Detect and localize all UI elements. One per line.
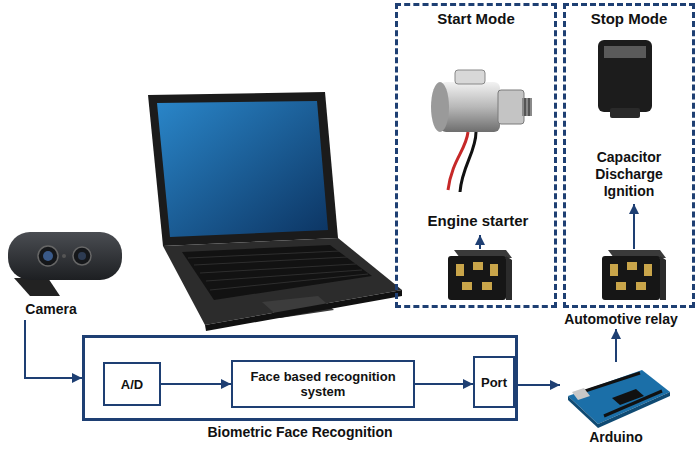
arduino-image [568, 370, 670, 428]
process-label: A/D [121, 377, 143, 392]
system-box: Biometric Face RecognitionA/DFace based … [82, 335, 518, 421]
flow-arrow [615, 329, 617, 362]
mode-group: Stop ModeCapacitor Discharge Ignition [563, 3, 695, 308]
relay-image [602, 250, 666, 300]
cdi-image [598, 40, 652, 118]
flow-arrow [415, 383, 473, 385]
component-figure: Arduino [560, 362, 672, 446]
relay-arrow [479, 235, 481, 249]
relay-image [448, 250, 512, 300]
engine-starter-image [431, 70, 532, 192]
relay-label-box: Automotive relay [548, 309, 694, 329]
relay-arrow [633, 204, 635, 249]
group-heading: Stop Mode [591, 10, 668, 28]
flow-arrow [161, 383, 231, 385]
process-label: Port [481, 375, 507, 390]
group-heading: Start Mode [437, 10, 515, 28]
process-label: Face based recognition system [235, 369, 411, 399]
component-figure: Camera [3, 222, 99, 318]
component-figure: Capacitor Discharge Ignition [570, 30, 688, 200]
component-label: Arduino [589, 429, 643, 446]
process-box: Face based recognition system [231, 360, 415, 408]
process-box: Port [473, 356, 515, 408]
laptop-image [148, 92, 402, 331]
component-label: Engine starter [428, 212, 529, 230]
camera-image [8, 232, 122, 296]
flow-arrow [25, 320, 82, 378]
component-label: Automotive relay [564, 311, 678, 328]
flow-arrow [515, 384, 560, 386]
system-heading: Biometric Face Recognition [85, 424, 515, 441]
process-box: A/D [103, 362, 161, 406]
component-label: Capacitor Discharge Ignition [570, 149, 688, 200]
component-label: Camera [25, 301, 76, 318]
component-figure: Engine starter [403, 48, 553, 230]
mode-group: Start ModeEngine starter [395, 3, 557, 308]
